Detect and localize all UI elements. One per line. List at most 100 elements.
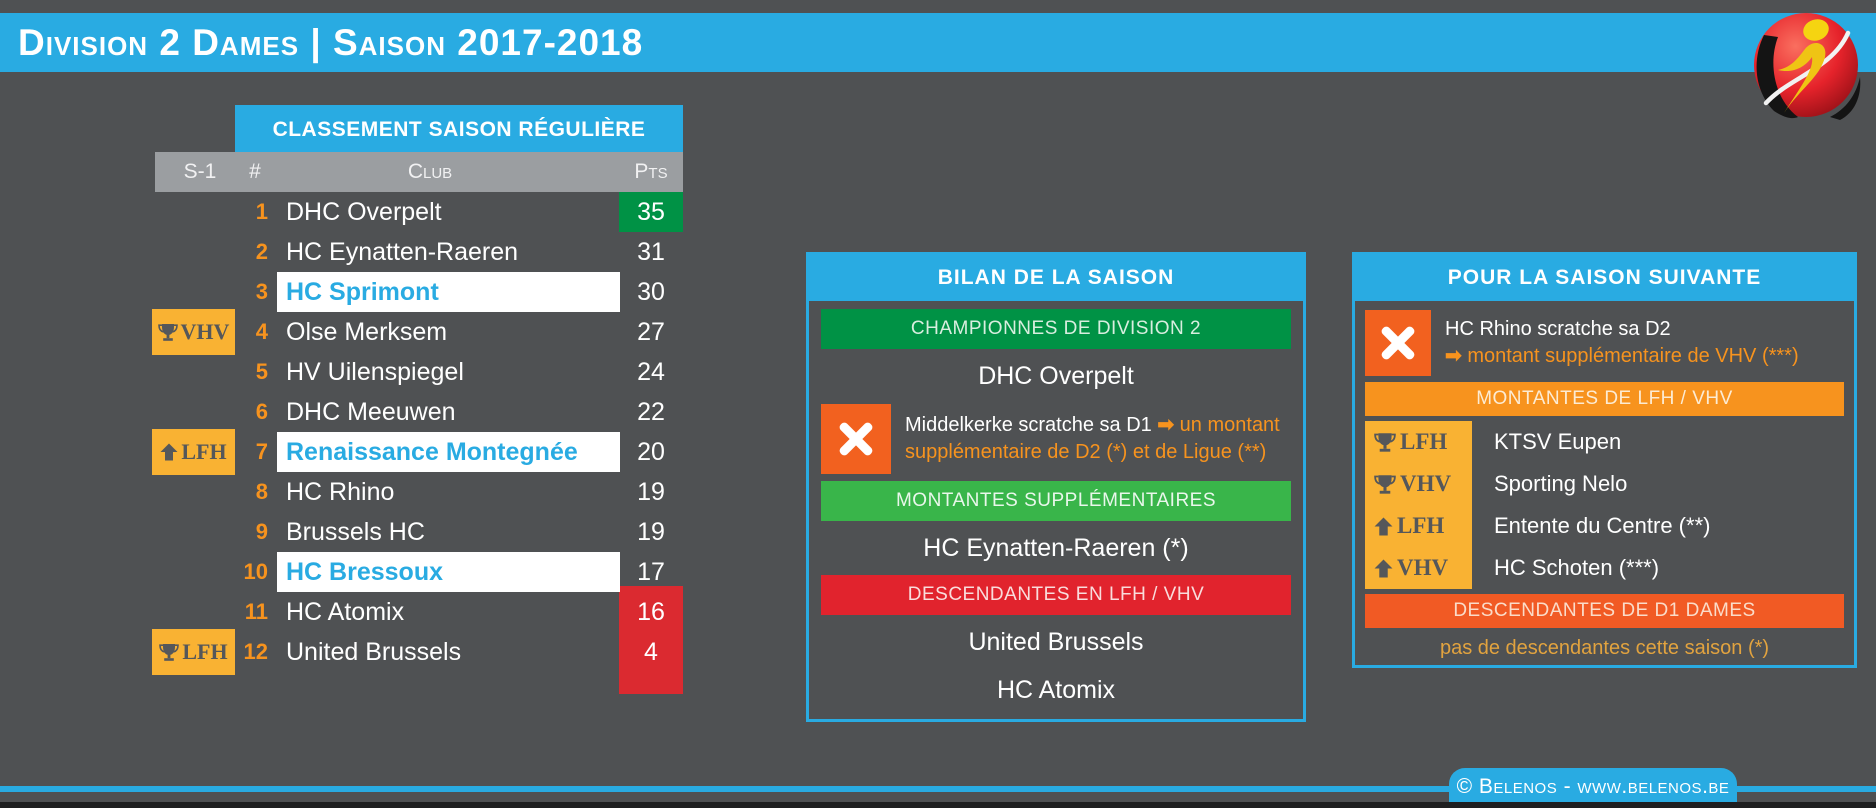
rank-cell: 7	[255, 439, 268, 464]
table-row: 2 HC Eynatten-Raeren 31	[128, 232, 683, 272]
pts-cell: 24	[637, 358, 665, 386]
champion-name: DHC Overpelt	[978, 362, 1134, 390]
next-season-panel: POUR LA SAISON SUIVANTE HC Rhino scratch…	[1352, 252, 1857, 668]
col-pts: Pts	[634, 160, 668, 183]
x-icon	[821, 404, 891, 474]
x-icon	[1365, 310, 1431, 376]
footer-line	[0, 786, 1876, 792]
relegation-zone	[619, 586, 683, 694]
pts-cell: 22	[637, 398, 665, 426]
table-row: 9 Brussels HC 19	[128, 512, 683, 552]
panel-content: CHAMPIONNES DE DIVISION 2 DHC Overpelt M…	[809, 301, 1303, 711]
rank-cell: 3	[255, 279, 268, 304]
club-cell: HC Sprimont	[286, 278, 439, 306]
montantes-banner: MONTANTES SUPPLÉMENTAIRES	[821, 481, 1291, 521]
pts-cell: 31	[637, 238, 665, 266]
pts-cell: 35	[619, 192, 683, 232]
league-cell: VHV	[1365, 463, 1472, 505]
descendantes-note: pas de descendantes cette saison (*)	[1439, 637, 1770, 659]
title-bar: Division 2 Dames | Saison 2017-2018	[0, 13, 1876, 72]
scratch-note: HC Rhino scratche sa D2 ➡ montant supplé…	[1365, 309, 1844, 377]
scratch-club: HC Rhino scratche sa D2	[1445, 318, 1671, 341]
rank-cell: 2	[255, 239, 268, 264]
table-row: 6 DHC Meeuwen 22	[128, 392, 683, 432]
trophy-icon	[1374, 432, 1396, 453]
club-name: KTSV Eupen	[1494, 429, 1622, 454]
panel-title: BILAN DE LA SAISON	[809, 255, 1303, 301]
montantes-banner: MONTANTES DE LFH / VHV	[1365, 382, 1844, 416]
rank-cell: 12	[243, 639, 268, 664]
promotion-badge: LFH	[152, 629, 235, 675]
rank-cell: 1	[255, 199, 268, 224]
scratch-consequence: montant supplémentaire de VHV (***)	[1467, 345, 1799, 367]
club-cell: HC Atomix	[286, 598, 405, 626]
club-cell: United Brussels	[286, 638, 462, 666]
rank-cell: 8	[255, 479, 268, 504]
right-arrow-icon: ➡	[1157, 414, 1175, 437]
table-row: 7 Renaissance Montegnée 20	[128, 432, 683, 472]
club-cell: Brussels HC	[286, 518, 425, 546]
table-row: 1 DHC Overpelt 35	[128, 192, 683, 232]
pts-cell: 19	[637, 518, 665, 546]
club-cell: HC Eynatten-Raeren	[286, 238, 519, 266]
rank-cell: 6	[255, 399, 268, 424]
league-label: VHV	[1400, 471, 1452, 496]
rank-cell: 9	[255, 519, 268, 544]
descendantes-banner: DESCENDANTES EN LFH / VHV	[821, 575, 1291, 615]
league-row: VHV Sporting Nelo	[1365, 463, 1844, 505]
rank-cell: 10	[243, 559, 268, 584]
table-row: 8 HC Rhino 19	[128, 472, 683, 512]
club-cell: DHC Overpelt	[286, 198, 442, 226]
panel-content: HC Rhino scratche sa D2 ➡ montant supplé…	[1355, 301, 1854, 665]
table-row: 3 HC Sprimont 30	[128, 272, 683, 312]
montante-name: HC Eynatten-Raeren (*)	[923, 534, 1189, 562]
league-row: LFH KTSV Eupen	[1365, 421, 1844, 463]
league-cell: LFH	[1365, 421, 1472, 463]
club-cell: HV Uilenspiegel	[286, 358, 464, 386]
page-title: Division 2 Dames | Saison 2017-2018	[18, 21, 644, 63]
table-header: S-1 # Club Pts	[155, 152, 683, 192]
up-arrow-icon	[1374, 559, 1393, 577]
table-row: 5 HV Uilenspiegel 24	[128, 352, 683, 392]
pts-cell: 16	[637, 598, 665, 626]
copyright-text: © Belenos - www.belenos.be	[1456, 775, 1730, 798]
club-cell: HC Bressoux	[286, 558, 443, 586]
descendante-name: HC Atomix	[996, 676, 1116, 704]
pts-cell: 4	[644, 638, 658, 666]
club-cell: Olse Merksem	[286, 318, 448, 346]
league-row: VHV HC Schoten (***)	[1365, 547, 1844, 589]
up-arrow-icon	[1374, 517, 1393, 535]
pts-cell: 17	[637, 558, 665, 586]
copyright-badge: © Belenos - www.belenos.be	[1449, 768, 1737, 808]
scratch-text: Middelkerke scratche sa D1 ➡ un montant …	[905, 412, 1291, 465]
club-cell: Renaissance Montegnée	[286, 438, 578, 466]
right-arrow-icon: ➡	[1445, 345, 1462, 367]
belenos-logo	[1754, 13, 1861, 120]
promotion-badge: LFH	[152, 429, 235, 475]
badge-league-label: VHV	[180, 319, 230, 344]
league-cell: VHV	[1365, 547, 1472, 589]
season-summary-panel: BILAN DE LA SAISON CHAMPIONNES DE DIVISI…	[806, 252, 1306, 722]
table-title: CLASSEMENT SAISON RÉGULIÈRE	[235, 105, 683, 152]
descendantes-banner: DESCENDANTES DE D1 DAMES	[1365, 594, 1844, 628]
col-club: Club	[407, 160, 453, 183]
table-row: 4 Olse Merksem 27	[128, 312, 683, 352]
club-name: Sporting Nelo	[1494, 471, 1628, 496]
rank-cell: 11	[244, 599, 268, 624]
league-row: LFH Entente du Centre (**)	[1365, 505, 1844, 547]
bottom-bar	[0, 802, 1876, 808]
league-cell: LFH	[1365, 505, 1472, 547]
club-cell: HC Rhino	[286, 478, 395, 506]
league-label: LFH	[1400, 429, 1448, 454]
badge-league-label: LFH	[181, 439, 227, 464]
pts-cell: 20	[637, 438, 665, 466]
club-cell: DHC Meeuwen	[286, 398, 456, 426]
pts-cell: 27	[637, 318, 665, 346]
scratch-club: Middelkerke scratche sa D1	[905, 414, 1152, 437]
league-label: LFH	[1397, 513, 1445, 538]
champion-banner: CHAMPIONNES DE DIVISION 2	[821, 309, 1291, 349]
descendante-name: United Brussels	[968, 628, 1144, 656]
club-name: HC Schoten (***)	[1494, 555, 1660, 580]
rank-cell: 4	[255, 319, 268, 344]
highlight-band	[277, 432, 620, 472]
